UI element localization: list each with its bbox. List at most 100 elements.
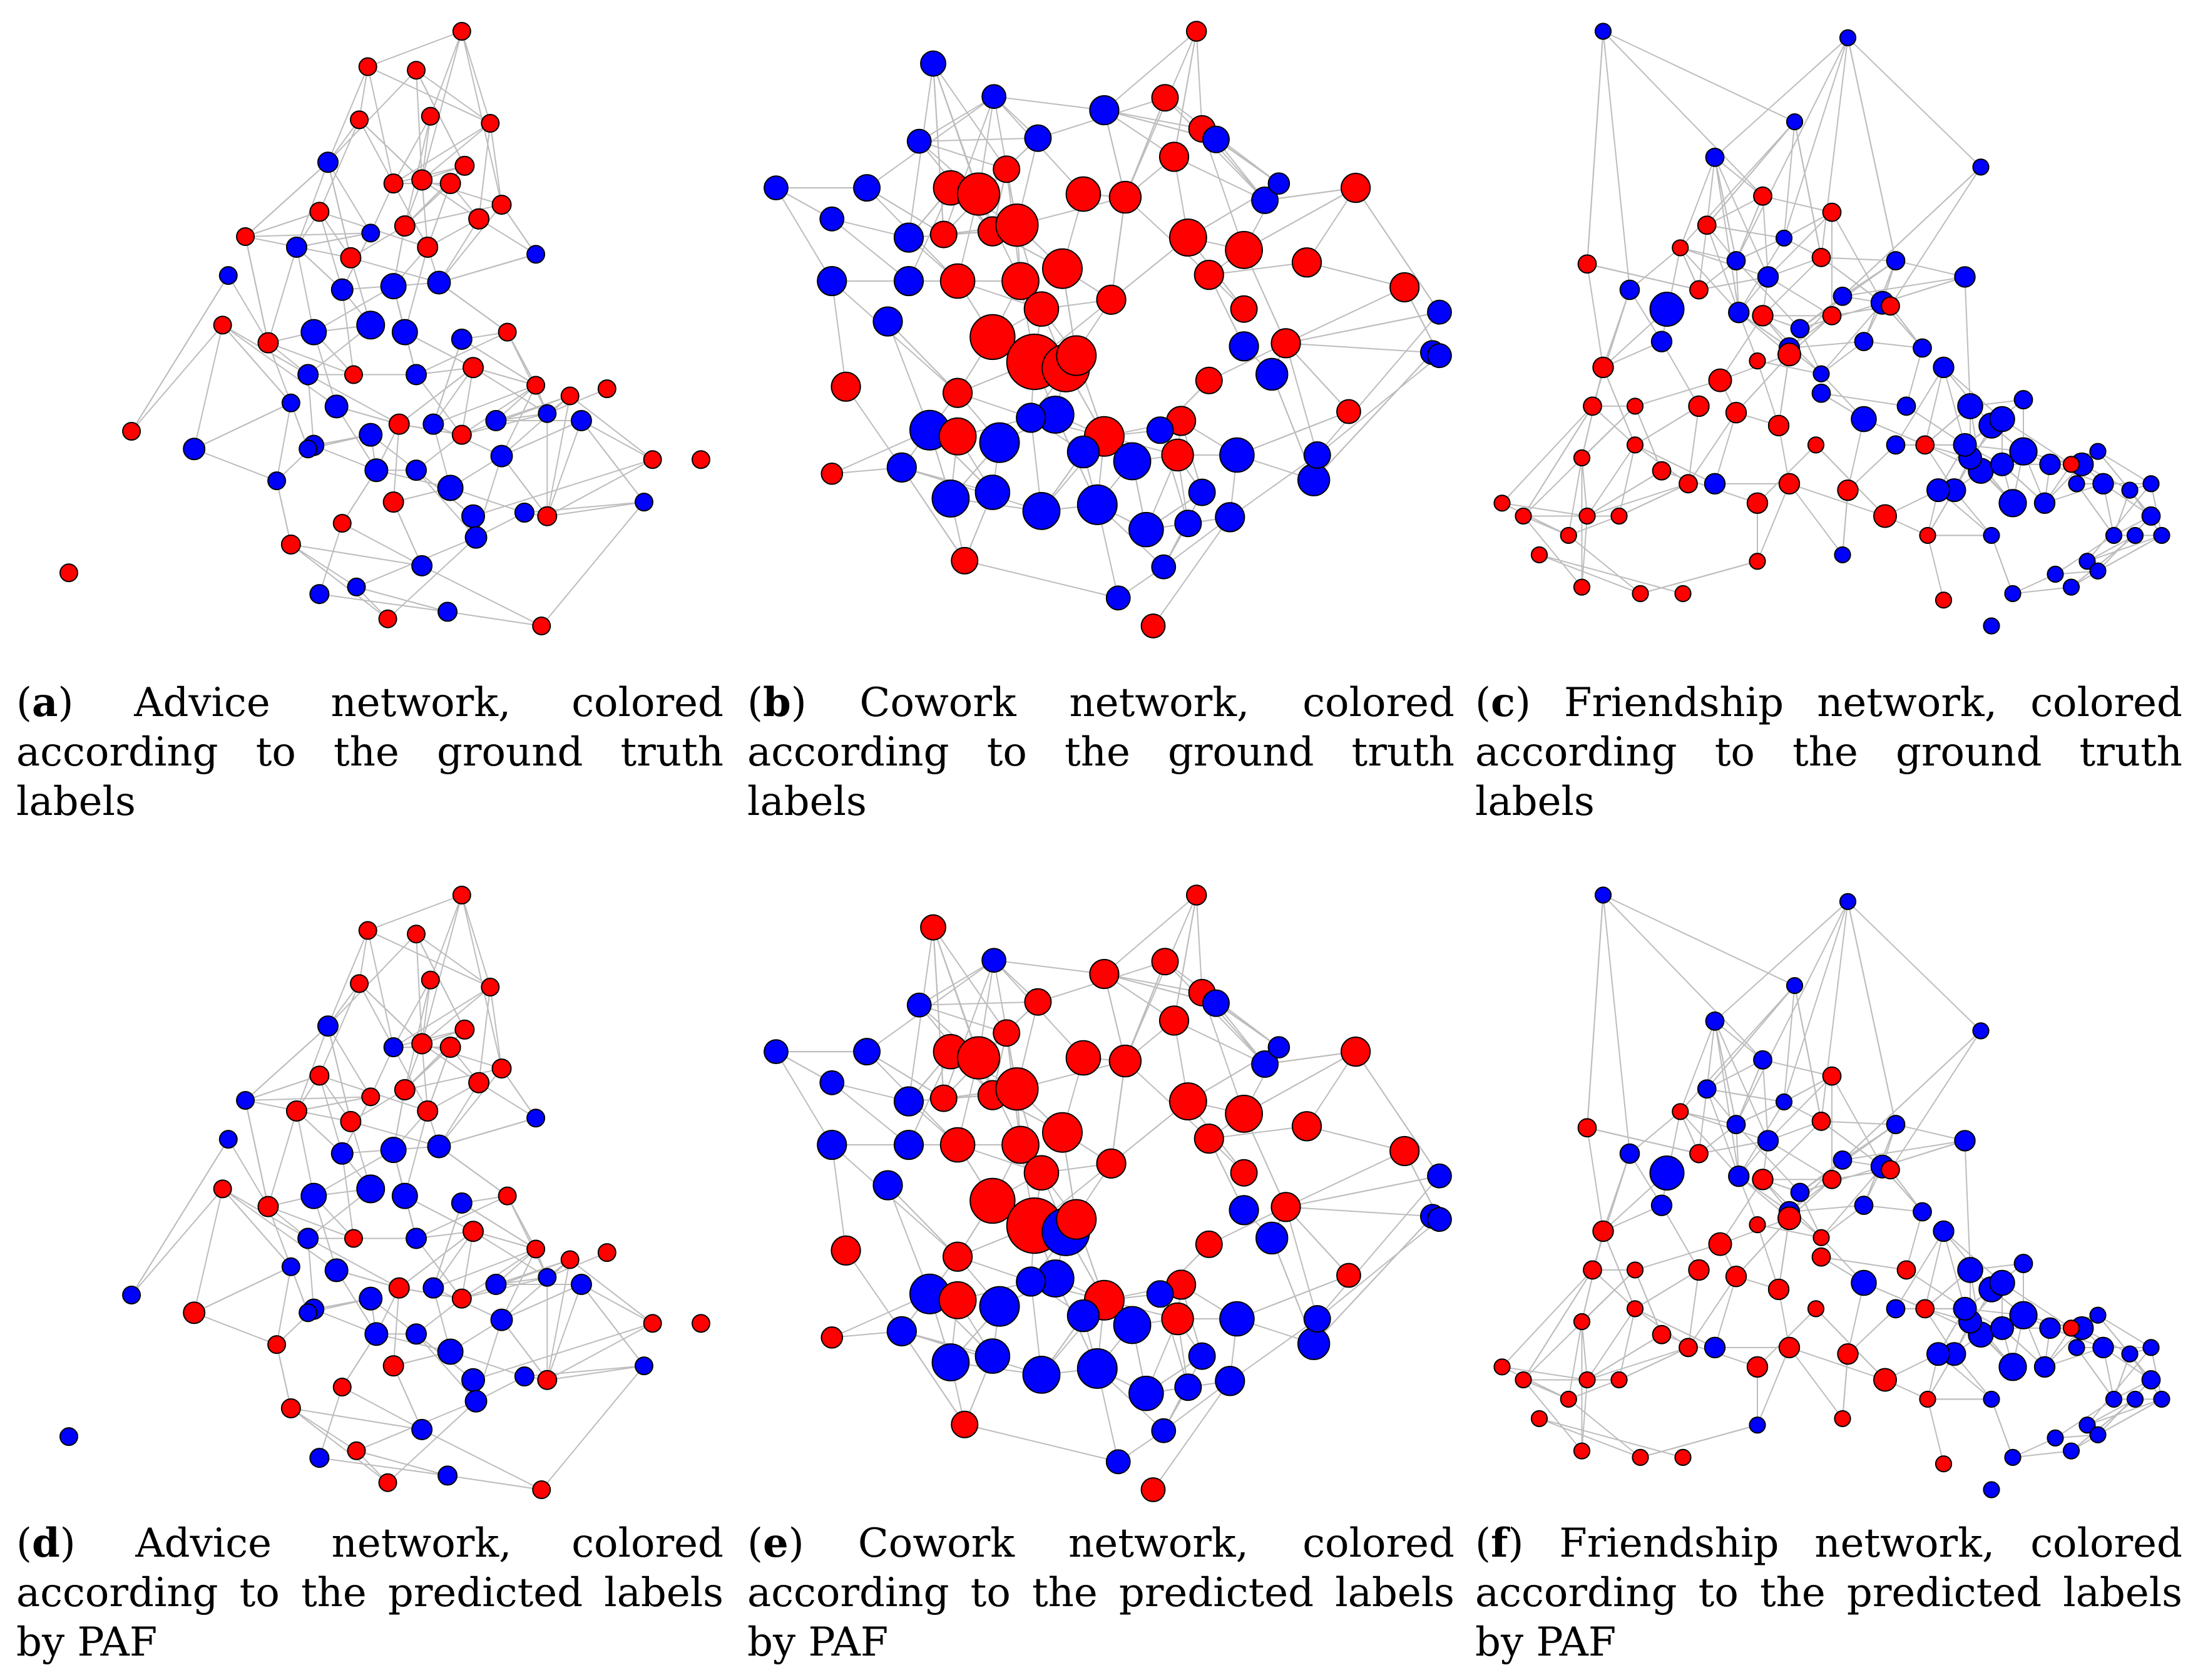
network-edge (1316, 312, 1440, 456)
network-edge (1706, 225, 1740, 313)
network-node-red (1919, 526, 1936, 545)
network-node-blue (1188, 478, 1216, 506)
network-edge (416, 331, 508, 376)
network-node-red (1168, 218, 1207, 257)
network-edge (421, 894, 463, 1044)
network-edge (461, 1202, 536, 1250)
network-node-red (1161, 438, 1194, 472)
network-node-blue (422, 413, 444, 435)
network-edge (1714, 412, 1737, 484)
caption-text-a: Advice network, colored according to the… (16, 680, 724, 825)
network-node-blue (1215, 1366, 1245, 1396)
network-edge (313, 285, 394, 333)
network-edge (1264, 1051, 1356, 1065)
network-node-red (439, 1037, 461, 1058)
network-edge (1195, 894, 1203, 993)
network-node-blue (886, 1316, 917, 1346)
network-edge (296, 161, 329, 248)
network-node-blue (1983, 617, 2000, 635)
network-edge (319, 1386, 343, 1458)
network-node-red (1056, 335, 1097, 376)
network-edge (1698, 225, 1708, 290)
network-node-blue (1297, 1327, 1331, 1360)
cowork-network-predicted (764, 884, 1452, 1502)
network-edge (1906, 1211, 1923, 1271)
network-edge (1714, 1020, 1764, 1061)
network-node-red (1777, 1206, 1801, 1231)
network-edge (547, 1365, 645, 1381)
network-edge (367, 894, 463, 931)
network-node-blue (1016, 402, 1046, 433)
network-node-blue (2078, 553, 2096, 570)
network-edge (919, 1001, 1038, 1006)
network-node-blue (406, 1227, 427, 1249)
network-edge (1635, 1308, 1715, 1348)
network-node-blue (1953, 1296, 1977, 1321)
network-node-red (1195, 366, 1223, 394)
network-edge (327, 161, 372, 233)
network-edge (473, 459, 653, 517)
network-node-blue (267, 471, 287, 491)
network-edge (461, 1248, 536, 1299)
network-node-red (347, 1441, 366, 1460)
network-edge (319, 212, 343, 290)
network-edge (427, 183, 451, 248)
network-edge (845, 386, 902, 468)
network-node-blue (1697, 1079, 1717, 1099)
network-node-blue (183, 438, 206, 461)
network-node-red (344, 1229, 363, 1248)
network-node-blue (1303, 441, 1331, 469)
network-edge (429, 31, 463, 117)
network-node-red (1389, 272, 1420, 303)
network-edge (1286, 311, 1440, 344)
network-node-red (1896, 1260, 1916, 1280)
network-edge (1568, 515, 1620, 536)
network-edge (901, 467, 966, 561)
network-edge (1587, 894, 1604, 1128)
network-edge (473, 1231, 536, 1250)
network-edge (1706, 1021, 1715, 1089)
network-edge (1237, 1274, 1349, 1319)
network-edge (1943, 1231, 1966, 1309)
network-edge (1991, 535, 2013, 594)
network-node-red (1230, 295, 1258, 323)
network-node-red (537, 506, 558, 526)
network-edge (421, 565, 542, 627)
network-node-blue (236, 1090, 255, 1110)
network-node-blue (2092, 473, 2114, 495)
network-node-red (1753, 186, 1772, 206)
network-edge (392, 501, 423, 566)
network-edge (473, 367, 536, 386)
network-edge (1789, 1159, 1843, 1212)
network-edge (831, 1144, 847, 1251)
network-edge (1762, 1060, 1769, 1141)
network-edge (461, 1231, 474, 1299)
network-node-red (1807, 436, 1825, 454)
network-node-red (1812, 1229, 1830, 1246)
network-node-red (332, 1378, 352, 1397)
caption-text-d: Advice network, colored according to the… (16, 1520, 724, 1666)
network-edge (1110, 197, 1126, 300)
network-node-red (463, 1221, 484, 1242)
network-edge (1735, 1059, 1764, 1125)
network-node-blue (485, 1274, 507, 1296)
network-edge (546, 396, 571, 516)
network-edge (350, 1120, 439, 1147)
network-node-red (1881, 1160, 1900, 1180)
network-node-red (411, 1033, 433, 1055)
network-edge (546, 1323, 653, 1381)
network-node-blue (1786, 113, 1804, 131)
network-edge (193, 1189, 223, 1313)
network-node-red (1578, 507, 1596, 525)
network-node-blue (59, 1427, 78, 1447)
network-edge (327, 1025, 372, 1097)
network-node-blue (1303, 1305, 1331, 1333)
network-edge (1618, 483, 1689, 517)
network-node-red (2062, 456, 2080, 473)
network-edge (268, 1206, 354, 1239)
network-node-blue (359, 1286, 383, 1311)
network-edge (1152, 1380, 1231, 1490)
network-edge (342, 523, 422, 566)
network-edge (327, 66, 369, 163)
network-node-blue (1913, 1202, 1932, 1222)
